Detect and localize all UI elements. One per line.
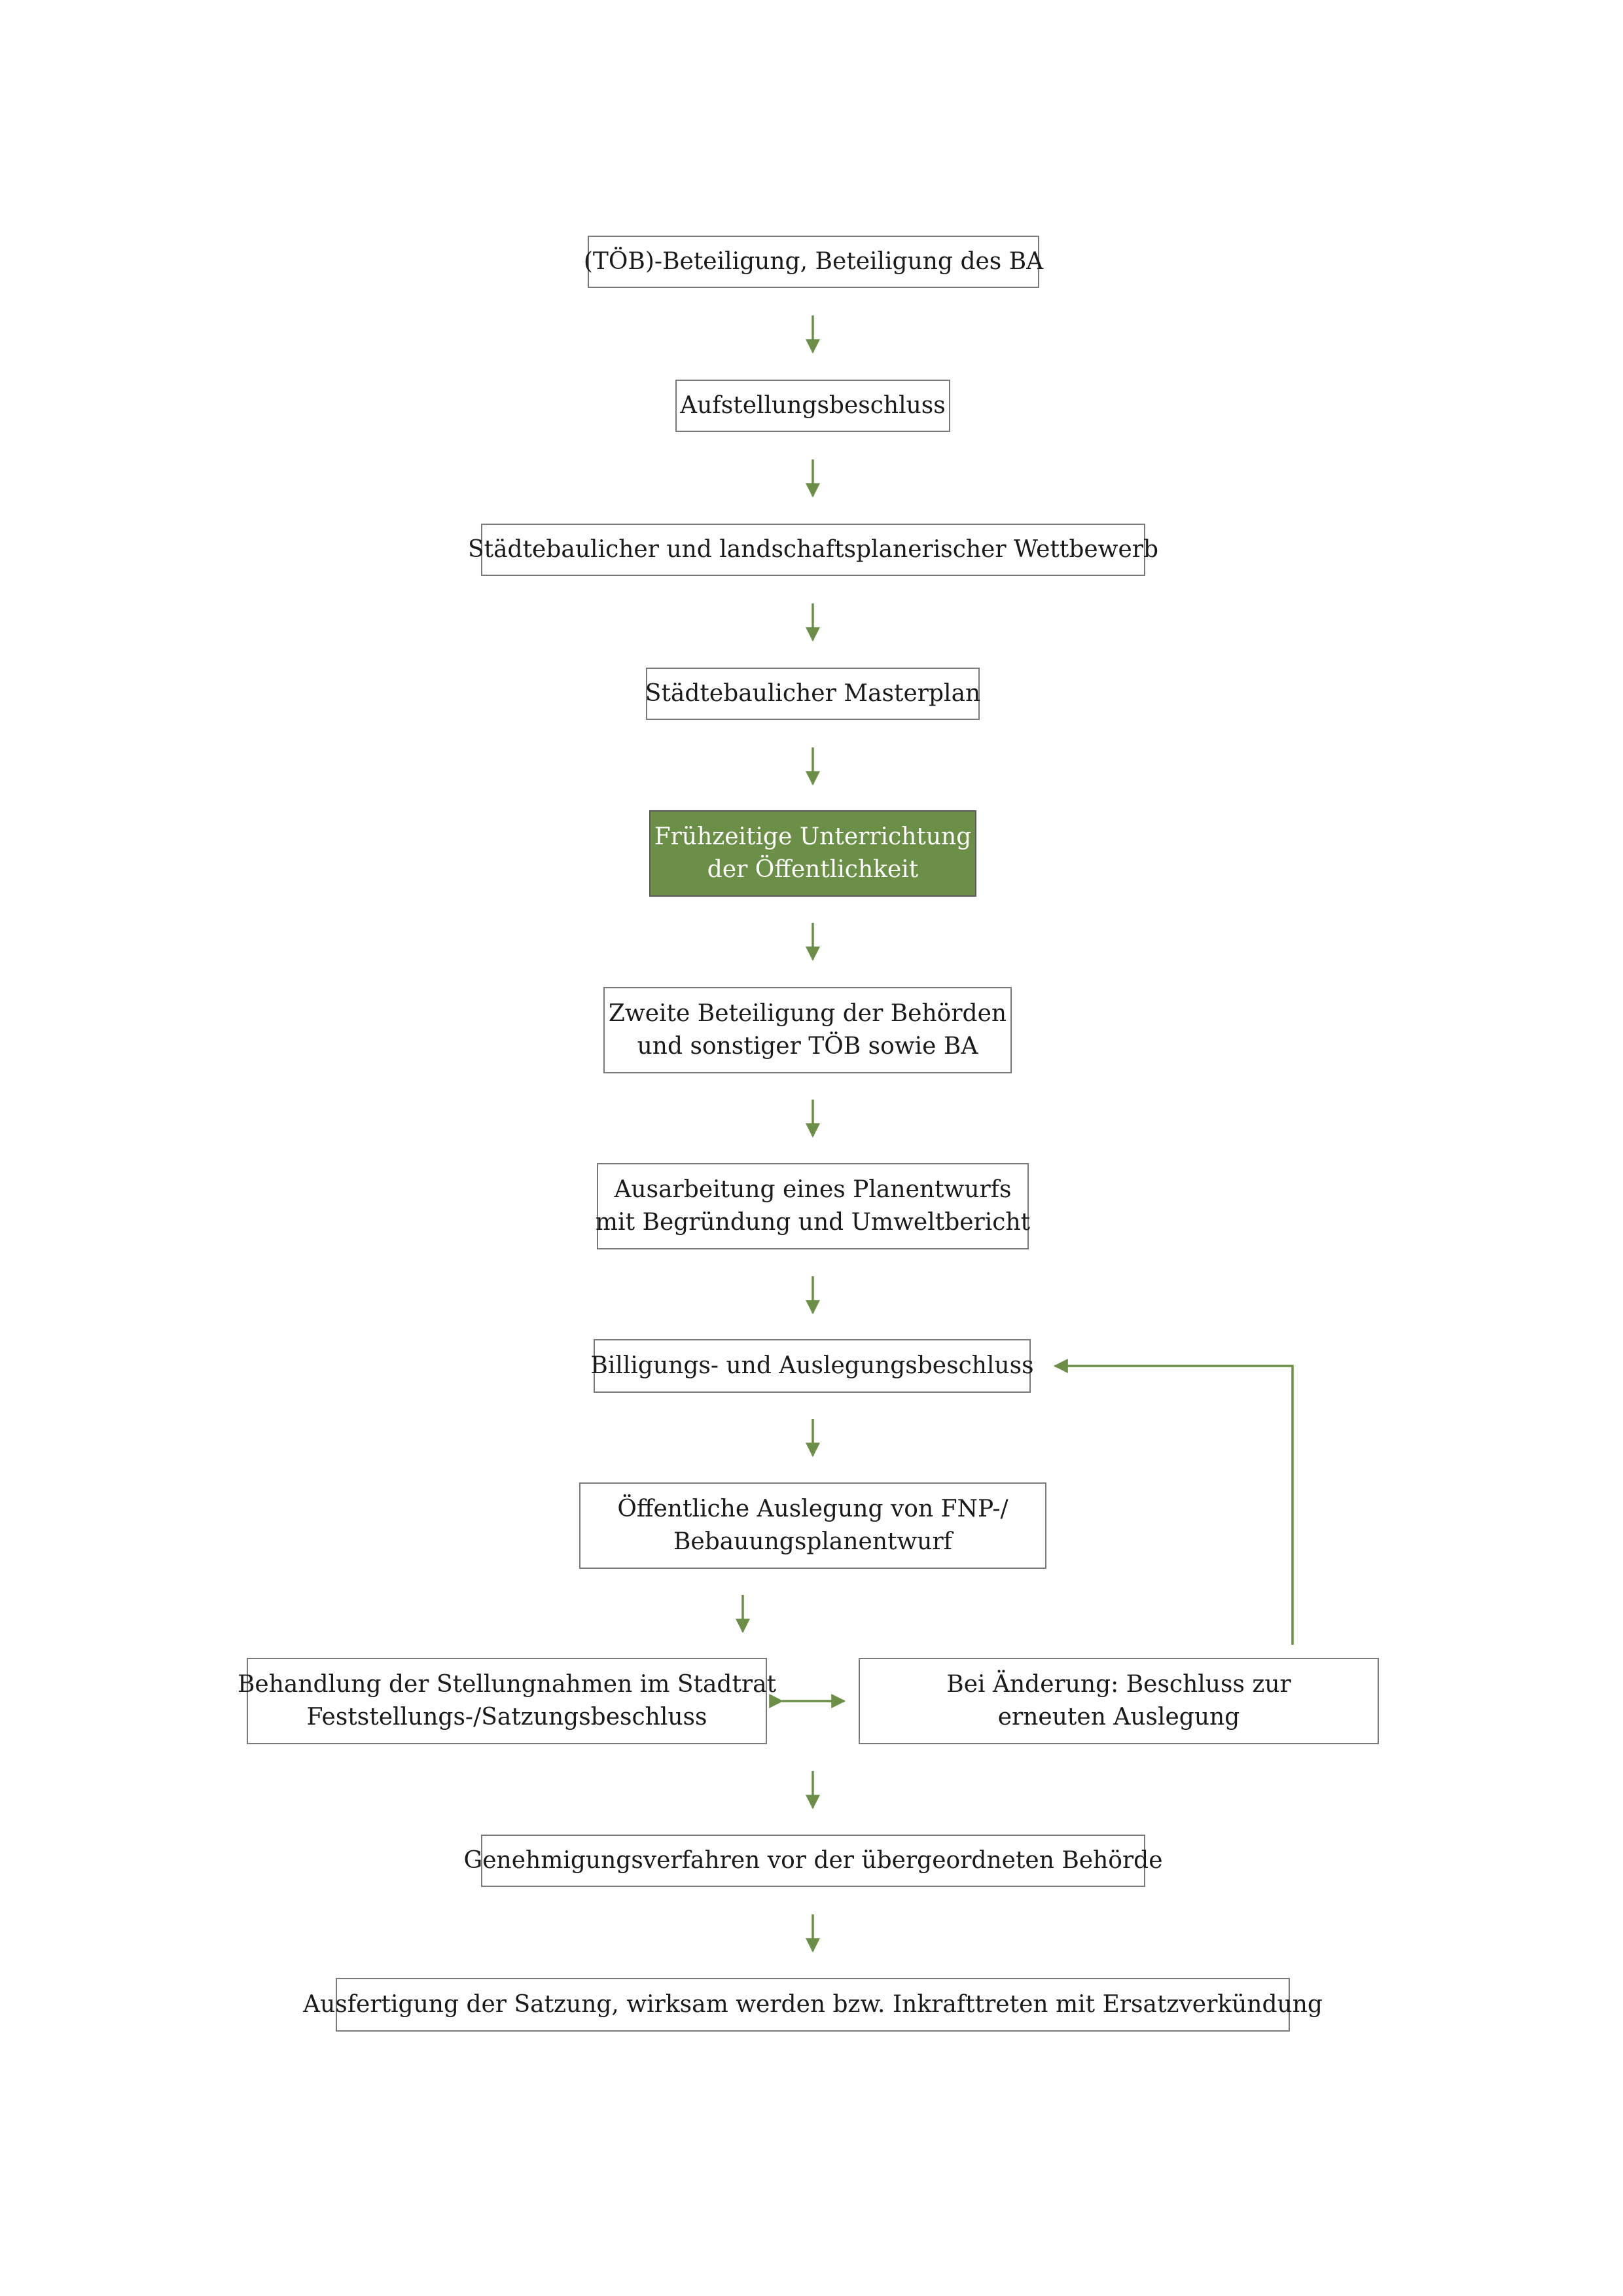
step-label-line-1: Ausarbeitung eines Planentwurfs bbox=[614, 1176, 1012, 1203]
step-fruehzeitige-unterrichtung: Frühzeitige Unterrichtung der Öffentlich… bbox=[649, 810, 976, 897]
step-label: Städtebaulicher und landschaftsplanerisc… bbox=[467, 536, 1159, 563]
step-label: Billigungs- und Auslegungsbeschluss bbox=[590, 1352, 1034, 1379]
step-label-line-2: der Öffentlichkeit bbox=[707, 856, 919, 883]
arrow-feedback-loop bbox=[1053, 1359, 1294, 1645]
step-behandlung-stellungnahmen: Behandlung der Stellungnahmen im Stadtra… bbox=[238, 1658, 776, 1744]
step-oeffentliche-auslegung: Öffentliche Auslegung von FNP-/ Bebauung… bbox=[579, 1482, 1046, 1569]
step-label: Städtebaulicher Masterplan bbox=[645, 680, 981, 707]
step-wettbewerb: Städtebaulicher und landschaftsplanerisc… bbox=[468, 524, 1158, 576]
step-zweite-beteiligung: Zweite Beteiligung der Behörden und sons… bbox=[603, 987, 1012, 1073]
step-label-line-1: Frühzeitige Unterrichtung bbox=[654, 823, 972, 850]
step-toeb-beteiligung: (TÖB)-Beteiligung, Beteiligung des BA bbox=[584, 236, 1043, 288]
step-label-line-2: mit Begründung und Umweltbericht bbox=[595, 1209, 1031, 1236]
step-erneute-auslegung: Bei Änderung: Beschluss zur erneuten Aus… bbox=[859, 1658, 1379, 1744]
step-aufstellungsbeschluss: Aufstellungsbeschluss bbox=[675, 380, 950, 432]
step-billigungsbeschluss: Billigungs- und Auslegungsbeschluss bbox=[590, 1339, 1034, 1393]
step-label-line-1: Zweite Beteiligung der Behörden bbox=[608, 1000, 1007, 1027]
step-label-line-2: erneuten Auslegung bbox=[997, 1704, 1240, 1731]
step-label-line-1: Öffentliche Auslegung von FNP-/ bbox=[617, 1496, 1008, 1522]
step-planentwurf: Ausarbeitung eines Planentwurfs mit Begr… bbox=[595, 1163, 1031, 1249]
step-label-line-2: und sonstiger TÖB sowie BA bbox=[637, 1033, 978, 1060]
step-label-line-1: Bei Änderung: Beschluss zur bbox=[946, 1671, 1291, 1698]
step-label: Aufstellungsbeschluss bbox=[680, 392, 946, 419]
step-masterplan: Städtebaulicher Masterplan bbox=[645, 668, 981, 720]
step-label: Ausfertigung der Satzung, wirksam werden… bbox=[303, 1991, 1323, 2018]
step-label: Genehmigungsverfahren vor der übergeordn… bbox=[463, 1847, 1163, 1874]
step-label: (TÖB)-Beteiligung, Beteiligung des BA bbox=[583, 248, 1044, 275]
step-label-line-2: Bebauungsplanentwurf bbox=[673, 1528, 953, 1555]
step-label-line-1: Behandlung der Stellungnahmen im Stadtra… bbox=[237, 1671, 777, 1698]
step-label-line-2: Feststellungs-/Satzungsbeschluss bbox=[306, 1704, 707, 1731]
step-genehmigungsverfahren: Genehmigungsverfahren vor der übergeordn… bbox=[463, 1835, 1163, 1887]
step-ausfertigung-satzung: Ausfertigung der Satzung, wirksam werden… bbox=[303, 1978, 1323, 2032]
